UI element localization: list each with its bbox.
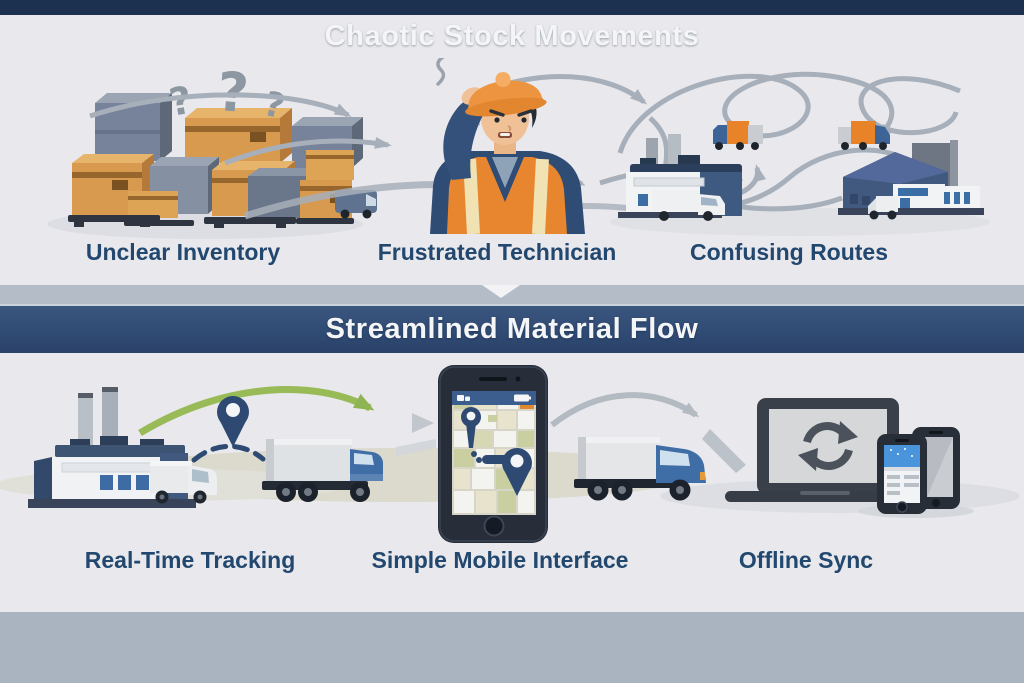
truck-glyph-icon: [457, 395, 470, 401]
smartphones-illustration: [877, 427, 960, 514]
battery-icon: [514, 394, 531, 402]
factory-truck-bottom: [150, 461, 217, 504]
pallets: [68, 215, 354, 228]
sync-route-swoosh: [702, 429, 746, 473]
green-flow-arrow: [138, 386, 375, 437]
orange-truck-right: [838, 121, 890, 150]
home-button: [483, 515, 505, 537]
delivery-truck-right: [574, 437, 706, 501]
smartphone-map-interface: [438, 365, 548, 543]
label-confusing-routes: Confusing Routes: [689, 239, 889, 265]
gray-swoosh-fragment: [396, 439, 436, 456]
laptop-illustration: [725, 398, 921, 502]
app-header-bar: [452, 391, 536, 405]
sync-route-arrow: [550, 392, 700, 428]
chaotic-banner-title: Chaotic Stock Movements: [324, 20, 700, 52]
home-button: [896, 501, 908, 513]
dashed-route-arc: [191, 443, 266, 463]
bottom-gray-bar: [0, 612, 1024, 683]
map-pin-icon: [502, 448, 532, 496]
worried-face: [489, 109, 533, 138]
gray-arrow-fragment: [412, 413, 434, 433]
phone-front-sync-list: [877, 434, 927, 514]
label-frustrated-technician: Frustrated Technician: [377, 239, 617, 265]
chaotic-illustration: ? ? ?: [47, 58, 990, 239]
orange-truck-left: [713, 121, 763, 150]
chaotic-banner: Chaotic Stock Movements: [0, 15, 1024, 58]
label-simple-mobile-interface: Simple Mobile Interface: [371, 547, 629, 573]
hard-hat-icon: [465, 72, 547, 117]
factory-illustration: [618, 134, 742, 221]
warehouse-truck: [868, 196, 898, 220]
factory-illustration-bottom: [28, 387, 217, 508]
confusion-squiggle-icon: [436, 58, 446, 86]
sync-icon: [798, 421, 858, 471]
transition-down-arrow-icon: [482, 285, 520, 298]
streamlined-panel: [0, 353, 1024, 612]
top-navy-strip: [0, 0, 1024, 15]
streamlined-illustration: [0, 365, 1020, 543]
map-route: [461, 407, 532, 496]
frustrated-technician-illustration: [430, 58, 585, 235]
label-real-time-tracking: Real-Time Tracking: [84, 547, 296, 573]
delivery-truck-left: [262, 439, 383, 502]
streamlined-banner: Streamlined Material Flow: [0, 304, 1024, 353]
chaotic-panel: ? ? ?: [0, 58, 1024, 285]
streamlined-banner-title: Streamlined Material Flow: [325, 313, 699, 345]
label-unclear-inventory: Unclear Inventory: [85, 239, 281, 265]
factory-truck: [652, 190, 725, 221]
warehouse-illustration: [838, 140, 984, 220]
van-illustration: [335, 190, 377, 219]
location-pin-icon: [217, 396, 249, 447]
label-offline-sync: Offline Sync: [738, 547, 874, 573]
